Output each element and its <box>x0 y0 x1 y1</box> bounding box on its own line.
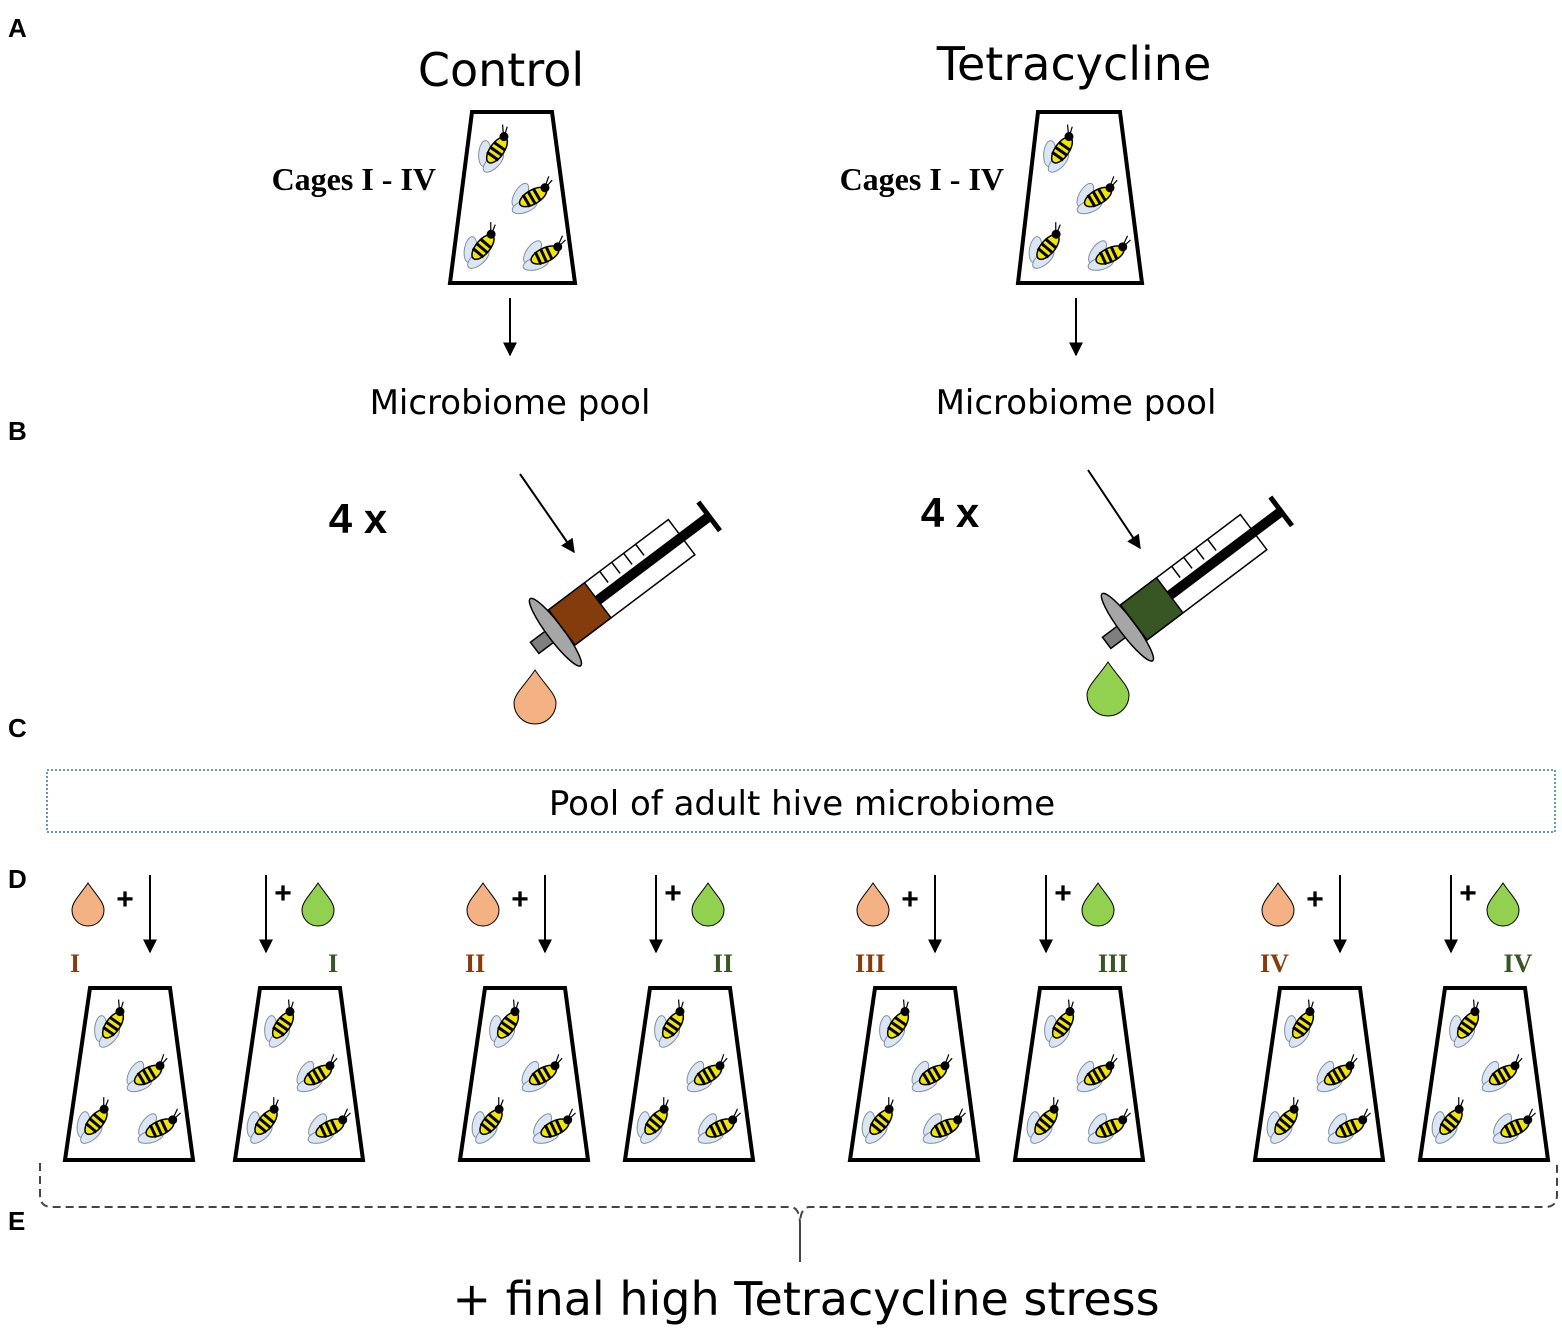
plus-sign: + <box>1054 877 1072 910</box>
tetracycline-syringe <box>1100 495 1294 662</box>
cage-roman-label: II <box>713 949 733 978</box>
control-title: Control <box>418 43 584 97</box>
recipient-cage-7: + IV <box>1252 875 1386 1162</box>
panel-letter-d: D <box>8 864 27 894</box>
plus-sign: + <box>901 883 919 916</box>
recipient-cages: +I+I+II+II+III+III+IV+IV <box>62 875 1551 1162</box>
panel-letter-a: A <box>8 13 27 43</box>
control-drop <box>1261 882 1295 927</box>
cage-roman-label: I <box>70 949 80 978</box>
cage-roman-label: III <box>1098 949 1128 978</box>
recipient-cage-8: + IV <box>1417 875 1551 1162</box>
control-syringe <box>528 500 722 667</box>
hive-pool-box <box>46 769 1556 833</box>
control-drop <box>71 882 105 927</box>
control-drop <box>466 882 500 927</box>
plus-sign: + <box>274 877 292 910</box>
tetracycline-times-label: 4 x <box>921 489 980 536</box>
control-drop <box>856 882 890 927</box>
cage-roman-label: I <box>328 949 338 978</box>
tetracycline-drop <box>301 882 335 927</box>
tetracycline-title: Tetracycline <box>936 37 1212 91</box>
tetracycline-to-syringe-arrow <box>1087 469 1141 550</box>
control-cages-label: Cages I - IV <box>272 161 436 197</box>
tetracycline-drop <box>1086 661 1130 717</box>
recipient-cage-2: +I <box>232 875 366 1162</box>
hive-pool-label: Pool of adult hive microbiome <box>549 784 1055 824</box>
tetracycline-drop <box>1081 882 1115 927</box>
panel-letter-b: B <box>8 416 27 446</box>
control-times-label: 4 x <box>329 495 388 542</box>
plus-sign: + <box>1306 883 1324 916</box>
tetracycline-syringe-fill <box>1119 576 1185 642</box>
plus-sign: + <box>1459 877 1477 910</box>
panel-letter-c: C <box>8 713 27 743</box>
recipient-cage-5: + III <box>847 875 981 1162</box>
recipient-cage-1: +I <box>62 875 196 1162</box>
tetracycline-cages-label: Cages I - IV <box>840 161 1004 197</box>
control-to-syringe-arrow <box>519 473 575 554</box>
recipient-cage-3: + II <box>457 875 591 1162</box>
panel-letter-e: E <box>8 1206 25 1236</box>
cage-roman-label: IV <box>1260 949 1289 978</box>
plus-sign: + <box>664 877 682 910</box>
recipient-cage-4: + II <box>622 875 756 1162</box>
final-stress-label: + final high Tetracycline stress <box>452 1272 1159 1326</box>
group-brace <box>39 1163 1558 1226</box>
cage-roman-label: III <box>855 949 885 978</box>
plus-sign: + <box>116 883 134 916</box>
control-pool-label: Microbiome pool <box>370 383 651 423</box>
cage-roman-label: IV <box>1504 949 1533 978</box>
cage-roman-label: II <box>465 949 485 978</box>
tetracycline-drop <box>1486 882 1520 927</box>
tetracycline-pool-label: Microbiome pool <box>936 383 1217 423</box>
recipient-cage-6: + III <box>1012 875 1146 1162</box>
control-drop <box>513 669 557 725</box>
tetracycline-drop <box>691 882 725 927</box>
plus-sign: + <box>511 883 529 916</box>
